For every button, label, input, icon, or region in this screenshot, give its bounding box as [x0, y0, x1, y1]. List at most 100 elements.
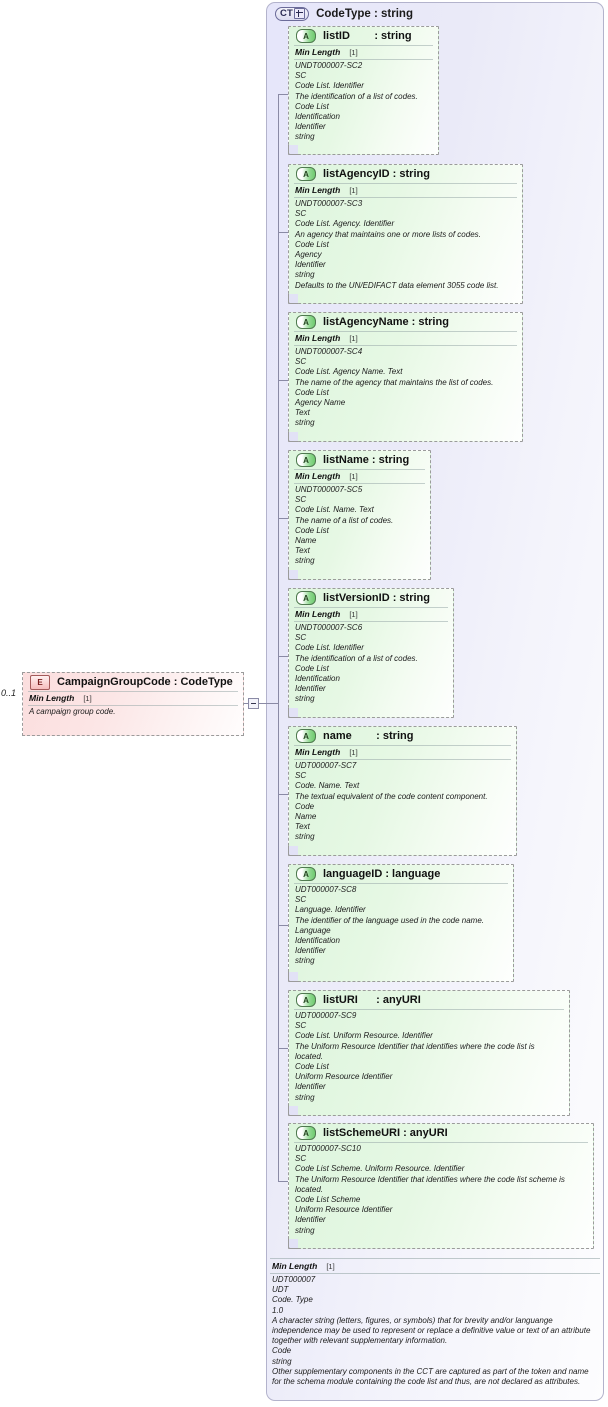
complex-type-icon[interactable]: CT [275, 7, 310, 21]
attribute-header: A listURI : anyURI [289, 991, 569, 1008]
attribute-facet-label: Min Length [295, 471, 341, 481]
element-badge-label: E [37, 677, 43, 687]
doc-line: Code List [295, 239, 329, 249]
attribute-facet-value: [1] [349, 48, 358, 57]
attribute-icon: A [296, 867, 316, 881]
box-corner-notch [288, 708, 298, 718]
attribute-icon: A [296, 315, 316, 329]
element-box-campaigngroupcode[interactable]: E CampaignGroupCode : CodeType Min Lengt… [22, 672, 244, 736]
attribute-title: listVersionID : string [323, 592, 430, 604]
attribute-header: A name : string [289, 727, 516, 744]
doc-line: Language. Identifier [295, 905, 366, 915]
element-divider [28, 691, 238, 692]
attribute-box-listagencyname[interactable]: A listAgencyName : string Min Length [1]… [288, 312, 523, 442]
doc-line: SC [295, 771, 307, 781]
attribute-box-listagencyid[interactable]: A listAgencyID : string Min Length [1] U… [288, 164, 523, 304]
doc-line: Other supplementary components in the CC… [272, 1366, 591, 1387]
connector-stub-name [278, 794, 288, 795]
doc-divider-bottom [270, 1273, 600, 1274]
box-corner-notch [288, 294, 298, 304]
attribute-icon: A [296, 591, 316, 605]
attribute-facet-label: Min Length [295, 609, 341, 619]
attribute-header: A listID : string [289, 27, 438, 44]
attribute-tree-vertical-line [278, 94, 279, 1102]
attribute-divider [294, 745, 511, 746]
attribute-divider [294, 883, 508, 884]
element-header: E CampaignGroupCode : CodeType [23, 673, 243, 690]
element-facet-value: [1] [83, 694, 92, 703]
doc-line: Identifier [295, 684, 326, 694]
attribute-icon: A [296, 453, 316, 467]
doc-line: string [295, 132, 315, 142]
attribute-header: A listName : string [289, 451, 430, 468]
attribute-facet-minlength: Min Length [1] [289, 608, 453, 620]
doc-line: The Uniform Resource Identifier that ide… [295, 1041, 537, 1061]
element-divider-2 [28, 705, 238, 706]
doc-line: The textual equivalent of the code conte… [295, 791, 488, 801]
connector-stub-listuri [278, 1048, 288, 1049]
connector-stub-listagencyid [278, 232, 288, 233]
attribute-icon: A [296, 729, 316, 743]
attribute-header: A listVersionID : string [289, 589, 453, 606]
attribute-box-listid[interactable]: A listID : string Min Length [1] UNDT000… [288, 26, 439, 155]
doc-line: The name of a list of codes. [295, 515, 394, 525]
attribute-title: name : string [323, 730, 414, 742]
doc-line: Code List [295, 101, 329, 111]
attribute-title: listURI : anyURI [323, 994, 421, 1006]
attribute-facet-value: [1] [349, 472, 358, 481]
expand-plus-icon[interactable] [294, 8, 306, 19]
attribute-box-listname[interactable]: A listName : string Min Length [1] UNDT0… [288, 450, 431, 580]
attribute-facet-minlength: Min Length [1] [289, 470, 430, 482]
attribute-title: listAgencyName : string [323, 316, 449, 328]
attribute-facet-value: [1] [349, 610, 358, 619]
doc-line: Identifier [295, 122, 326, 132]
doc-line: Code. Type [272, 1295, 313, 1305]
box-corner-notch [288, 972, 298, 982]
doc-line: The identification of a list of codes. [295, 653, 418, 663]
attribute-facet-minlength: Min Length [1] [289, 746, 516, 758]
element-cardinality: 0..1 [1, 688, 17, 698]
doc-line: string [272, 1356, 292, 1366]
doc-line: A character string (letters, figures, or… [272, 1315, 593, 1346]
attribute-facet-value: [1] [349, 748, 358, 757]
doc-line: UDT [272, 1285, 289, 1295]
doc-line: 1.0 [272, 1305, 284, 1315]
attribute-divider-2 [294, 59, 433, 60]
attribute-badge-label: A [303, 31, 309, 41]
doc-line: Code. Name. Text [295, 781, 360, 791]
doc-line: UNDT000007-SC4 [295, 347, 363, 356]
collapse-toggle[interactable] [248, 698, 259, 709]
attribute-facet-label: Min Length [295, 333, 341, 343]
attribute-facet-value: [1] [349, 186, 358, 195]
complex-type-badge-label: CT [280, 7, 294, 19]
doc-line: Text [295, 546, 310, 556]
doc-line: The name of the agency that maintains th… [295, 377, 494, 387]
attribute-box-listversionid[interactable]: A listVersionID : string Min Length [1] … [288, 588, 454, 718]
attribute-title: listAgencyID : string [323, 168, 430, 180]
element-connector-right [259, 703, 278, 704]
attribute-title: listSchemeURI : anyURI [323, 1127, 448, 1139]
box-corner-notch [288, 145, 298, 155]
doc-line: Agency [295, 250, 322, 260]
attribute-divider-2 [294, 345, 517, 346]
attribute-badge-label: A [303, 731, 309, 741]
attribute-badge-label: A [303, 995, 309, 1005]
attribute-box-name[interactable]: A name : string Min Length [1] UDT000007… [288, 726, 517, 856]
doc-line: Code List. Identifier [295, 81, 364, 91]
doc-divider-top [270, 1258, 600, 1259]
attribute-header: A listSchemeURI : anyURI [289, 1124, 593, 1141]
doc-line: SC [295, 495, 307, 505]
doc-line: UDT000007-SC10 [295, 1144, 361, 1153]
doc-line: UDT000007-SC8 [295, 885, 357, 894]
attribute-badge-label: A [303, 869, 309, 879]
